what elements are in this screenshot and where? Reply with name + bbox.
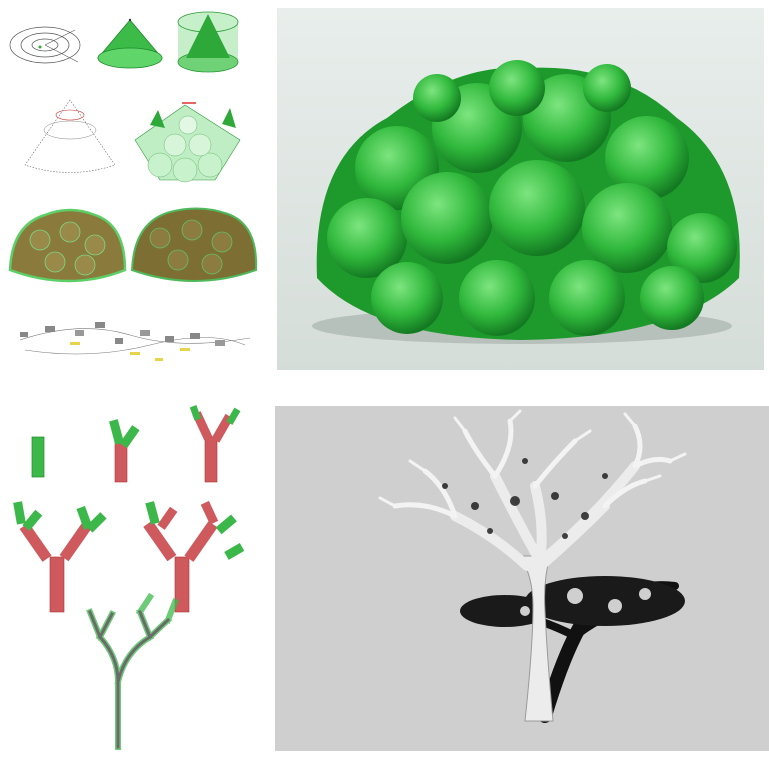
- step-single-branch: [32, 437, 44, 477]
- step-dotted-cone: [25, 100, 115, 173]
- step-third-split: [13, 501, 106, 612]
- step-translucent-mound: [10, 210, 125, 281]
- step-spiral-rings: [10, 27, 80, 63]
- romanesco-steps-panel: [0, 0, 270, 375]
- step-second-split: [190, 405, 241, 482]
- step-first-split: [109, 419, 140, 482]
- step-cone-in-cylinder: [178, 12, 238, 72]
- romanesco-render-panel: [277, 8, 764, 370]
- step-fourth-split: [143, 501, 244, 612]
- tree-render-panel: [275, 406, 769, 751]
- step-solid-mound: [132, 208, 256, 281]
- tree-steps-panel: [0, 402, 270, 757]
- step-full-tree: [90, 597, 175, 747]
- step-spheres-with-cones: [135, 103, 240, 182]
- step-green-cone: [98, 19, 162, 68]
- grasshopper-node-graph: [20, 322, 250, 361]
